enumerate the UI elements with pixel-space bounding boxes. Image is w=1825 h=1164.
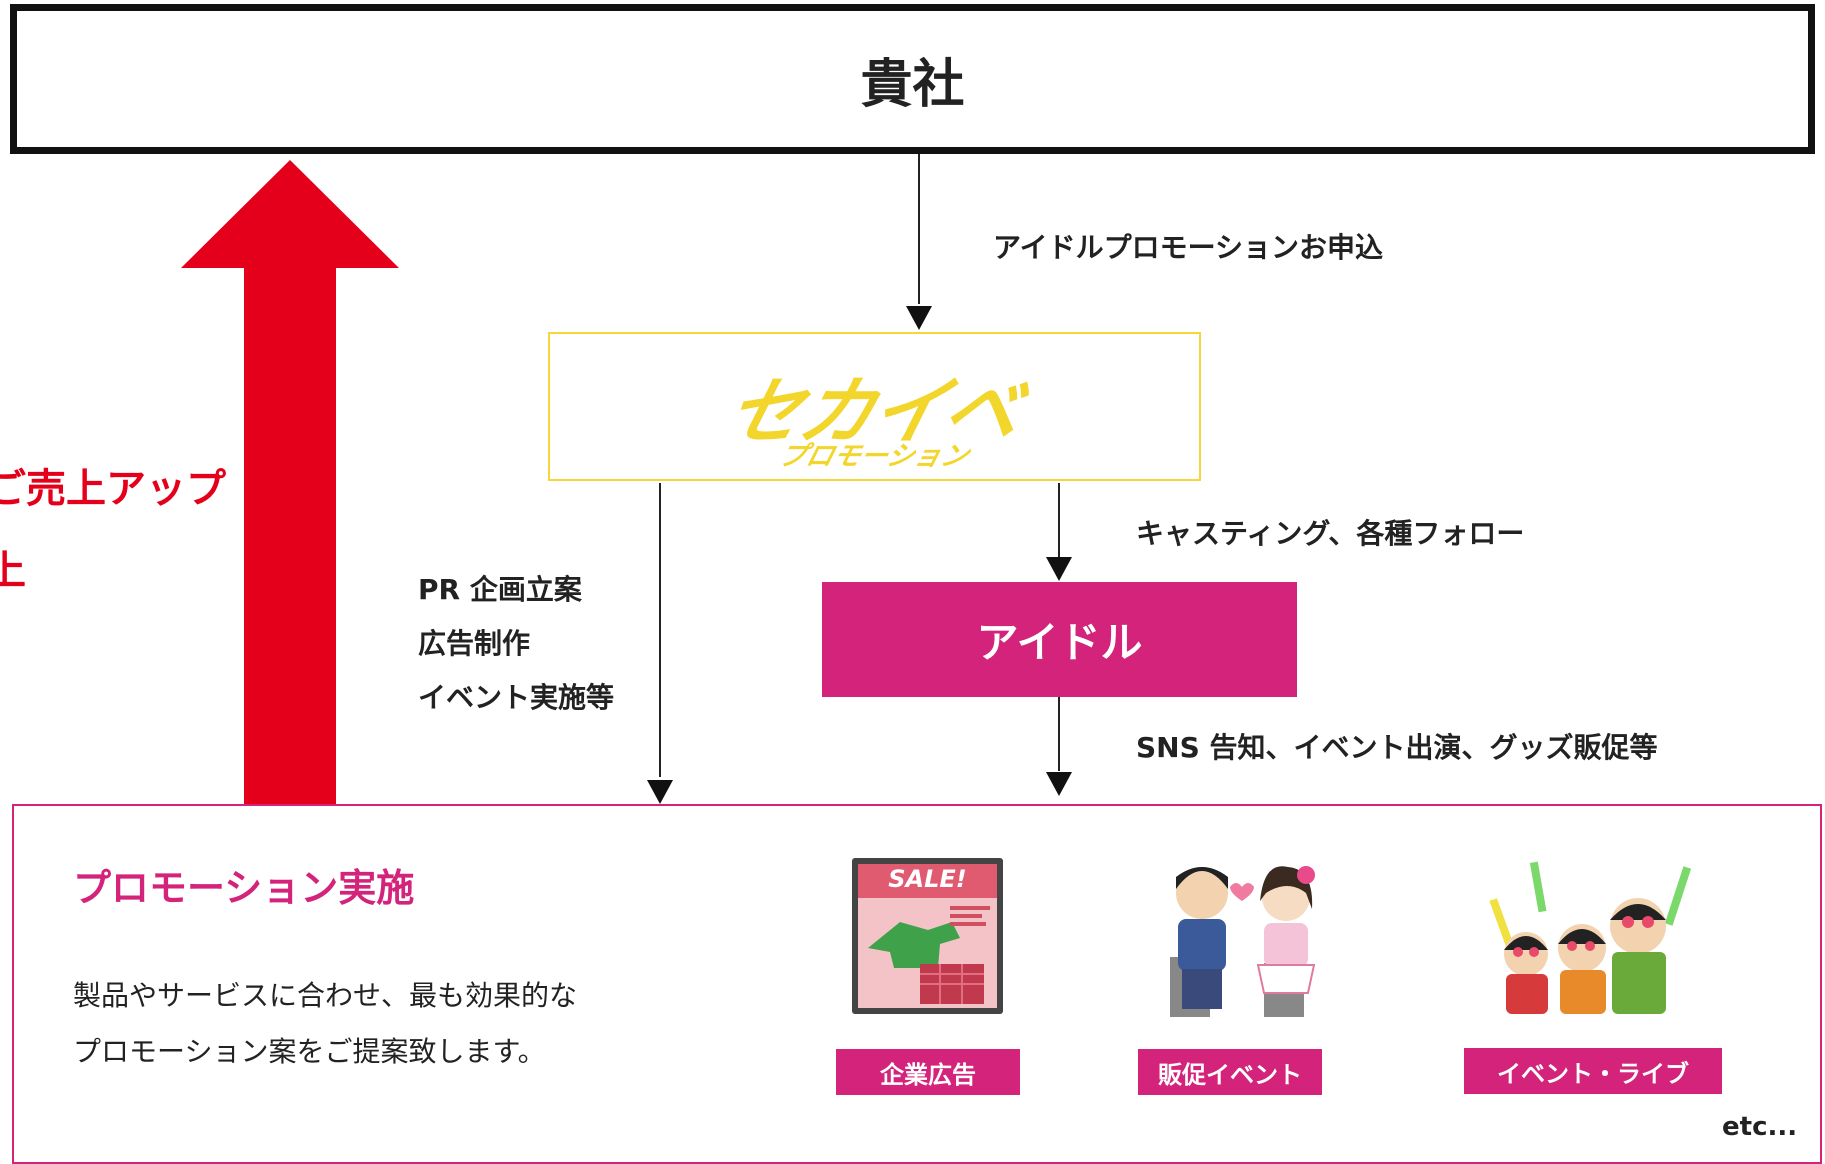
tag-sales-event: 販促イベント	[1138, 1049, 1322, 1095]
poster-sale-text: SALE!	[888, 865, 967, 893]
sales-up-arrow-head	[181, 160, 399, 268]
etc-label: etc...	[1722, 1112, 1798, 1142]
couple-illustration	[1160, 853, 1330, 1021]
casting-label: キャスティング、各種フォロー	[1136, 517, 1525, 550]
idol-label: アイドル	[976, 618, 1143, 667]
sekaibe-logo-subtext: プロモーション	[775, 441, 972, 472]
company-label: 貴社	[860, 54, 965, 115]
sale-poster-illustration: SALE!	[850, 856, 1005, 1016]
pr-label-line1: PR 企画立案	[418, 573, 582, 606]
company-box: 貴社	[10, 4, 1815, 154]
connector-top-to-logo	[918, 154, 920, 304]
apply-label: アイドルプロモーションお申込	[993, 231, 1384, 264]
promotion-title: プロモーション実施	[73, 866, 415, 910]
arrow-head-promo-left	[647, 780, 673, 804]
arrow-head-logo	[906, 306, 932, 330]
promotion-description-line2: プロモーション案をご提案致します。	[73, 1035, 546, 1068]
connector-logo-to-promo	[659, 483, 661, 777]
arrow-head-idol	[1046, 557, 1072, 581]
sekaibe-logo-box: セカイベ プロモーション	[548, 332, 1201, 481]
sales-up-text-line2: 上	[0, 548, 26, 594]
idol-box: アイドル	[822, 582, 1297, 697]
sales-up-arrow-shaft	[244, 266, 336, 806]
promotion-description: 製品やサービスに合わせ、最も効果的な プロモーション案をご提案致します。	[73, 968, 693, 1080]
sales-up-text-line1: ご売上アップ	[0, 466, 226, 512]
arrow-head-promo-right	[1046, 772, 1072, 796]
pr-label-line3: イベント実施等	[418, 681, 615, 714]
tag-event-live: イベント・ライブ	[1464, 1048, 1722, 1094]
connector-idol-to-promo	[1058, 697, 1060, 771]
pr-label-line2: 広告制作	[418, 627, 531, 660]
fans-illustration	[1484, 858, 1696, 1018]
promotion-description-line1: 製品やサービスに合わせ、最も効果的な	[73, 979, 578, 1012]
connector-logo-to-idol	[1058, 483, 1060, 559]
tag-corporate-ad: 企業広告	[836, 1049, 1020, 1095]
sns-label: SNS 告知、イベント出演、グッズ販促等	[1136, 731, 1658, 764]
